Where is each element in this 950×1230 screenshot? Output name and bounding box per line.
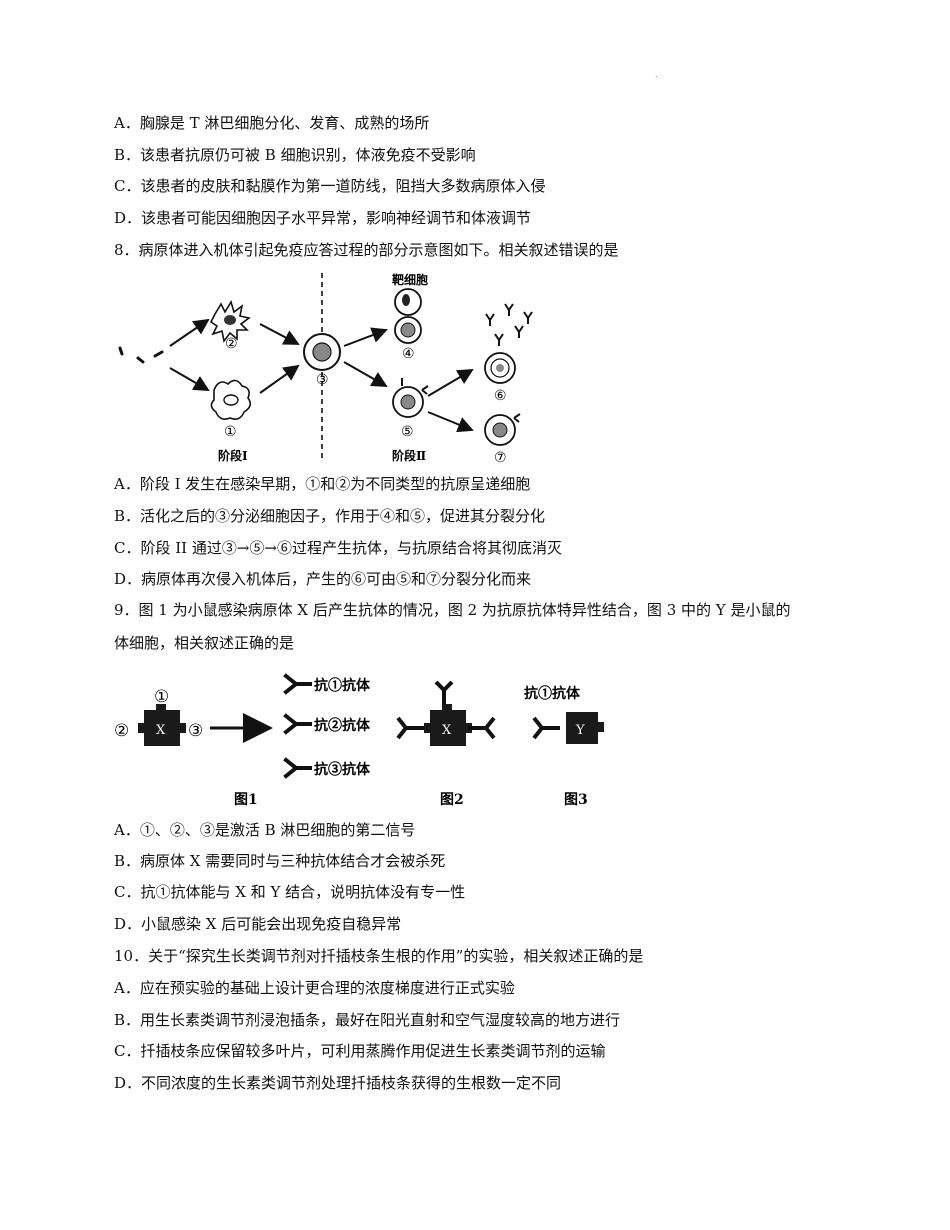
q8-option-c[interactable]: C．阶段 II 通过③→⑤→⑥过程产生抗体，与抗原结合将其彻底消灭 (114, 539, 563, 557)
q9-option-a[interactable]: A．①、②、③是激活 B 淋巴细胞的第二信号 (114, 821, 416, 839)
fig2-x-label: X (442, 723, 452, 738)
body-cell-y-label: Y (575, 723, 585, 738)
q7-option-d[interactable]: D．该患者可能因细胞因子水平异常，影响神经调节和体液调节 (114, 209, 532, 227)
body-cell-y-icon (566, 712, 604, 744)
antibody-2-label: 抗②抗体 (314, 717, 371, 734)
target-cell-label: 靶细胞 (392, 272, 428, 287)
cell-5-icon (392, 378, 429, 418)
q8-option-b[interactable]: B．活化之后的③分泌细胞因子，作用于④和⑤，促进其分裂分化 (114, 507, 546, 525)
q7-option-b[interactable]: B．该患者抗原仍可被 B 细胞识别，体液免疫不受影响 (114, 146, 476, 164)
stage-1-label: 阶段Ⅰ (218, 448, 248, 463)
antibody-3-label: 抗③抗体 (314, 761, 371, 778)
fig1-epitope-2: ② (114, 721, 129, 741)
q10-stem: 10．关于“探究生长类调节剂对扦插枝条生根的作用”的实验，相关叙述正确的是 (114, 947, 644, 965)
cell-4-icon (394, 316, 422, 344)
fig1-epitope-1: ① (154, 687, 169, 707)
cell-3-label: ③ (316, 372, 329, 388)
fig3-antibody-label: 抗①抗体 (524, 685, 581, 702)
cell-2-icon (209, 300, 251, 343)
q8-option-a[interactable]: A．阶段 I 发生在感染早期，①和②为不同类型的抗原呈递细胞 (114, 475, 531, 493)
q9-antibody-diagram: ① ② ③ X 抗①抗体 抗②抗体 抗③抗体 图1 X 图2 抗①抗体 Y 图3 (114, 673, 604, 808)
cell-6-icon (484, 352, 516, 384)
q9-stem-line1: 9．图 1 为小鼠感染病原体 X 后产生抗体的情况，图 2 为抗原抗体特异性结合… (114, 601, 791, 619)
antibody-1-label: 抗①抗体 (314, 677, 371, 694)
fig1-epitope-3: ③ (188, 721, 203, 741)
q10-option-a[interactable]: A．应在预实验的基础上设计更合理的浓度梯度进行正式实验 (114, 979, 515, 997)
pathogen-x-icon (138, 704, 186, 746)
fig3-caption: 图3 (564, 792, 588, 808)
cell-2-label: ② (225, 336, 238, 352)
antibody-icon (396, 680, 496, 740)
q10-option-b[interactable]: B．用生长素类调节剂浸泡插条，最好在阳光直射和空气湿度较高的地方进行 (114, 1011, 621, 1029)
cell-1-icon (210, 379, 252, 420)
q7-option-a[interactable]: A．胸腺是 T 淋巴细胞分化、发育、成熟的场所 (114, 114, 430, 132)
q9-stem-line2: 体细胞，相关叙述正确的是 (114, 634, 295, 652)
cell-3-icon (303, 333, 341, 371)
cell-4-label: ④ (402, 346, 415, 362)
stage-2-label: 阶段Ⅱ (392, 448, 426, 463)
header-mark: . (655, 70, 658, 79)
cell-7-label: ⑦ (494, 450, 507, 466)
cell-7-icon (484, 413, 521, 446)
fig2-caption: 图2 (440, 792, 464, 808)
pathogen-icon (118, 346, 164, 364)
q9-option-c[interactable]: C．抗①抗体能与 X 和 Y 结合，说明抗体没有专一性 (114, 883, 466, 901)
q9-option-b[interactable]: B．病原体 X 需要同时与三种抗体结合才会被杀死 (114, 852, 446, 870)
cell-6-label: ⑥ (494, 388, 507, 404)
q10-option-c[interactable]: C．扦插枝条应保留较多叶片，可利用蒸腾作用促进生长素类调节剂的运输 (114, 1042, 606, 1060)
q7-option-c[interactable]: C．该患者的皮肤和黏膜作为第一道防线，阻挡大多数病原体入侵 (114, 177, 546, 195)
fig1-caption: 图1 (234, 792, 258, 808)
q10-option-d[interactable]: D．不同浓度的生长素类调节剂处理扦插枝条获得的生根数一定不同 (114, 1074, 562, 1092)
target-cell-icon (394, 288, 422, 316)
pathogen-x-label: X (156, 723, 166, 738)
q8-option-d[interactable]: D．病原体再次侵入机体后，产生的⑥可由⑤和⑦分裂分化而来 (114, 570, 532, 588)
antibody-icon (485, 303, 533, 346)
antibody-icon (283, 673, 312, 779)
cell-1-label: ① (224, 424, 237, 440)
cell-5-label: ⑤ (401, 424, 414, 440)
q8-immune-response-diagram: ② ① 阶段Ⅰ ③ 靶细胞 ④ ⑤ 阶段Ⅱ (118, 272, 533, 466)
q8-stem: 8．病原体进入机体引起免疫应答过程的部分示意图如下。相关叙述错误的是 (114, 241, 619, 259)
q9-option-d[interactable]: D．小鼠感染 X 后可能会出现免疫自稳异常 (114, 915, 402, 933)
antibody-icon (532, 716, 560, 740)
